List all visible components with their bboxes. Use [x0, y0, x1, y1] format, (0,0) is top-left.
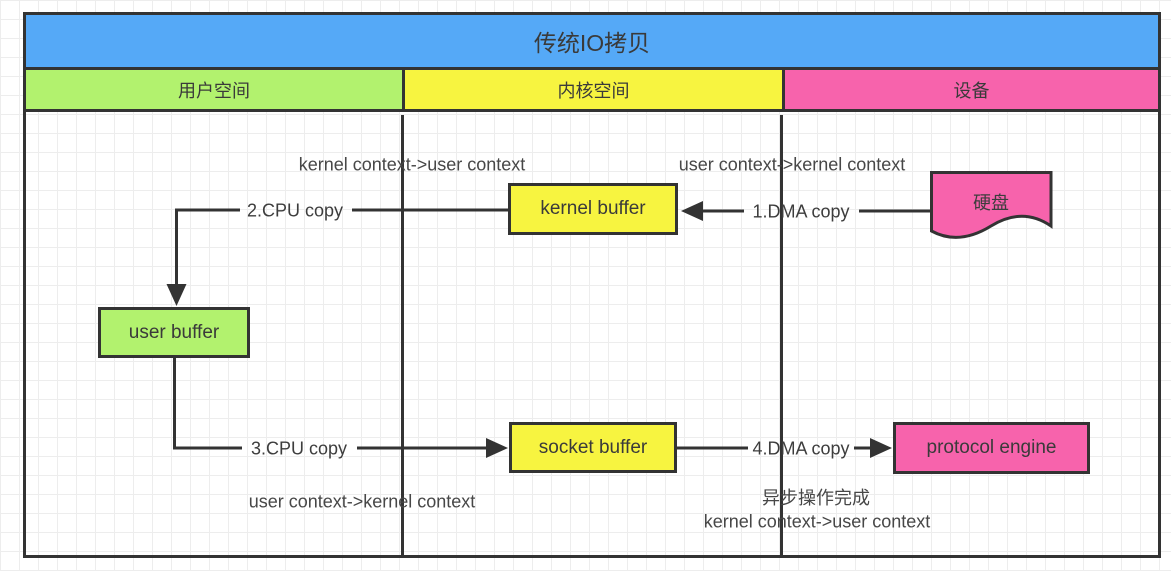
node-socket-buffer: socket buffer: [509, 422, 677, 473]
lane-divider-kernel-device: [780, 115, 783, 558]
document-shape-icon: [930, 171, 1053, 239]
node-user-buffer-label: user buffer: [128, 321, 220, 343]
lane-label-kernel-space: 内核空间: [557, 80, 630, 101]
node-hard-disk-label: 硬盘: [973, 193, 1009, 213]
edge-label-cpu3: 3.CPU copy: [250, 438, 348, 459]
edge-label-dma1: 1.DMA copy: [752, 201, 850, 222]
lane-label-device: 设备: [953, 80, 990, 101]
edge-label-cpu2: 2.CPU copy: [246, 200, 344, 221]
node-hard-disk-shape: [930, 171, 1053, 239]
node-user-buffer: user buffer: [98, 307, 250, 358]
lane-header-device: 设备: [785, 70, 1158, 109]
node-protocol-engine: protocol engine: [893, 422, 1090, 474]
lane-header-user-space: 用户空间: [26, 70, 405, 109]
lane-header-row: 用户空间 内核空间 设备: [26, 70, 1158, 112]
annotation-kernel-to-user-bottom: kernel context->user context: [703, 511, 931, 532]
lane-label-user-space: 用户空间: [178, 80, 250, 101]
edge-label-dma4: 4.DMA copy: [752, 438, 850, 459]
node-kernel-buffer: kernel buffer: [508, 183, 678, 235]
node-socket-buffer-label: socket buffer: [538, 436, 648, 458]
node-protocol-engine-label: protocol engine: [926, 437, 1057, 458]
annotation-kernel-to-user-top: kernel context->user context: [298, 154, 526, 175]
lane-divider-user-kernel: [401, 115, 404, 558]
annotation-async-complete: 异步操作完成: [762, 488, 870, 508]
diagram-frame: 传统IO拷贝 用户空间 内核空间 设备: [23, 12, 1161, 558]
annotation-user-to-kernel-bottom: user context->kernel context: [248, 491, 476, 512]
annotation-user-to-kernel-top: user context->kernel context: [678, 154, 906, 175]
diagram-title: 传统IO拷贝: [533, 30, 651, 56]
diagram-title-bar: 传统IO拷贝: [26, 15, 1158, 70]
node-kernel-buffer-label: kernel buffer: [540, 198, 646, 219]
lane-header-kernel-space: 内核空间: [405, 70, 785, 109]
